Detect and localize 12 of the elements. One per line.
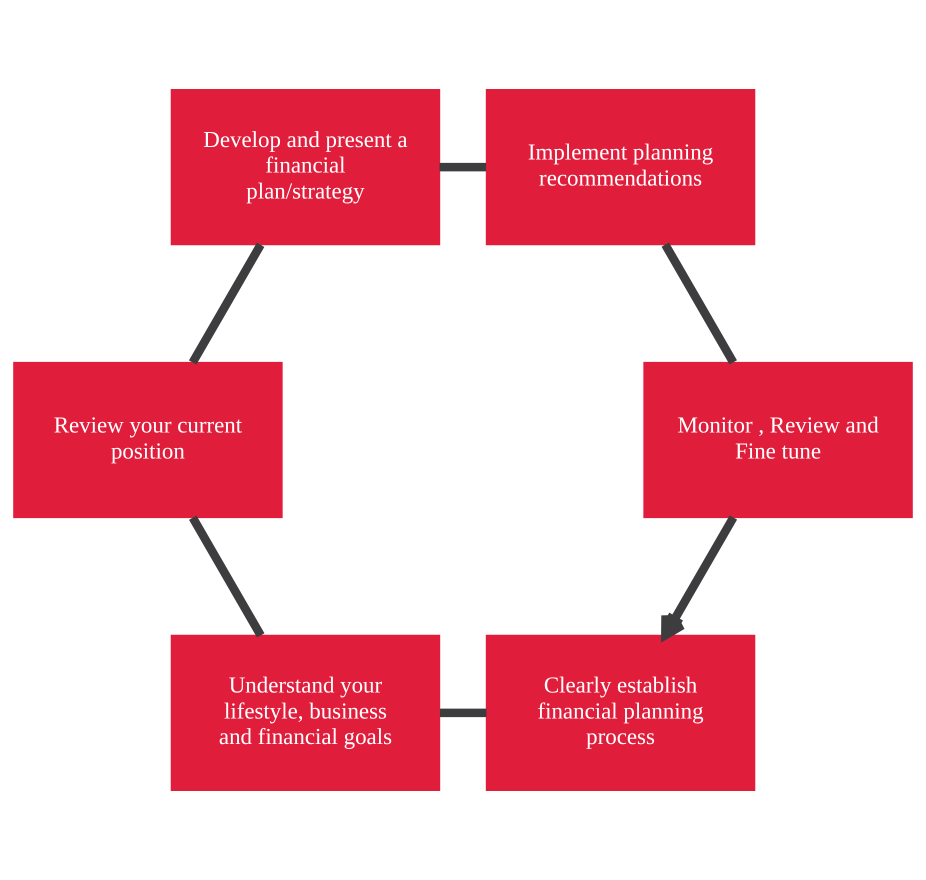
node-box: Understand your lifestyle, business and financial goals [170,634,440,791]
node-box: Implement planning recommendations [486,89,756,246]
arrow [661,515,738,640]
connector [662,242,737,364]
connector [189,516,264,638]
connector [440,708,486,718]
node-box: Monitor , Review and Fine tune [643,362,913,518]
connector [188,242,264,365]
node-box: Clearly establish financial planning process [486,634,756,791]
node-box: Develop and present a financial plan/strategy [170,89,440,246]
connector [440,162,486,172]
node-box: Review your current position [13,362,283,518]
